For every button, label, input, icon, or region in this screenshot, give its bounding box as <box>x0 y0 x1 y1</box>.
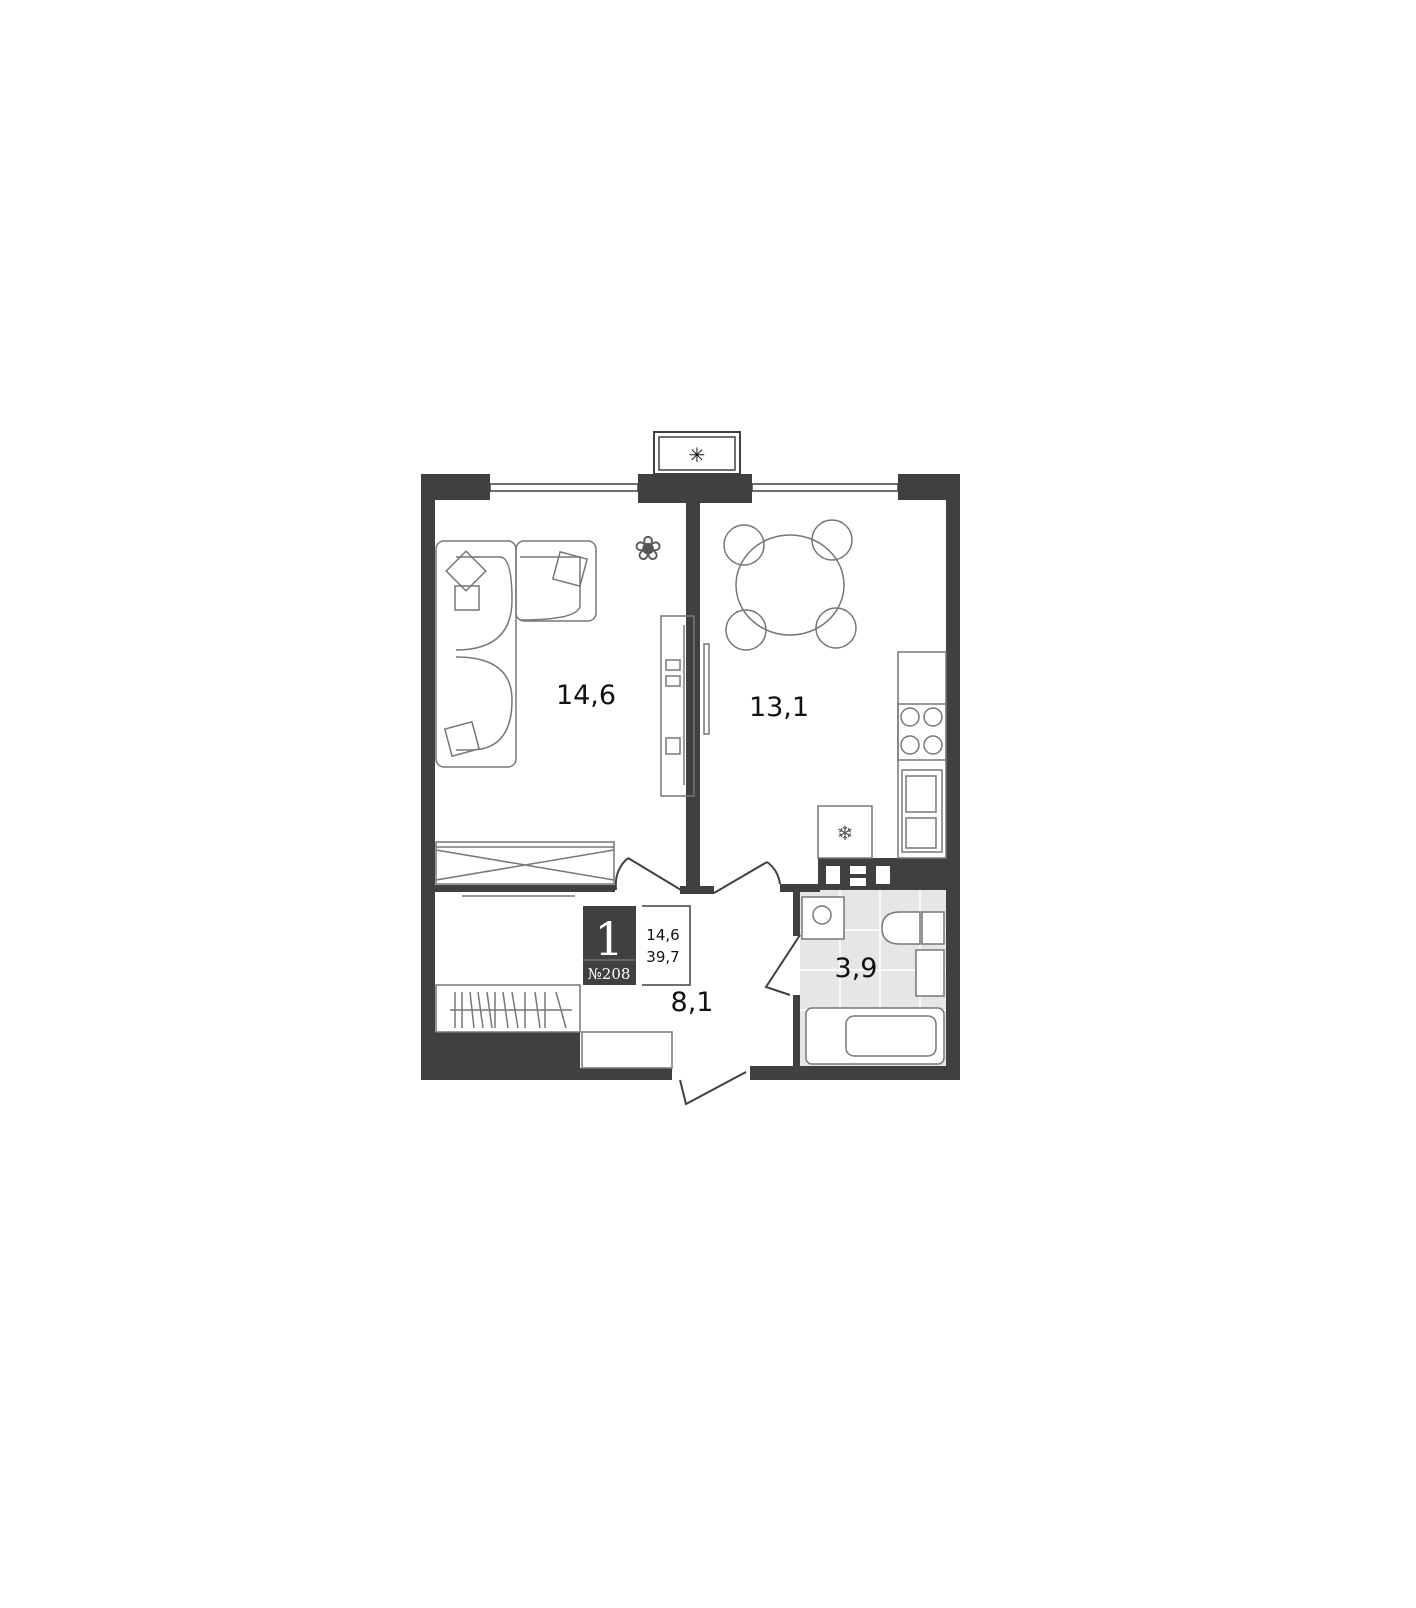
apartment-number: №208 <box>588 965 631 983</box>
windows <box>489 483 899 492</box>
room-area-living: 14,6 <box>556 680 616 711</box>
doors <box>614 857 801 1106</box>
bathroom-fixtures <box>801 896 945 1065</box>
room-area-kitchen: 13,1 <box>749 692 809 723</box>
total-area-value: 39,7 <box>646 948 679 966</box>
ac-unit: ✳ <box>653 431 741 475</box>
shafts <box>826 866 890 886</box>
fridge-icon: ❄ <box>837 821 854 845</box>
plant-icon: ❀ <box>634 529 663 569</box>
sofa <box>435 540 597 768</box>
snowflake-icon: ✳ <box>689 443 706 467</box>
apartment-badge: 1 №208 <box>583 906 636 985</box>
living-area-value: 14,6 <box>646 926 679 944</box>
desk <box>660 615 710 797</box>
wardrobe <box>435 841 615 897</box>
area-summary: 14,6 39,7 <box>642 905 691 986</box>
dining-table <box>723 519 857 651</box>
room-count: 1 <box>594 912 623 966</box>
room-area-hallway: 8,1 <box>671 987 714 1018</box>
room-area-bathroom: 3,9 <box>835 953 878 984</box>
hallway-wardrobe <box>435 984 673 1069</box>
kitchen-unit <box>817 651 947 859</box>
